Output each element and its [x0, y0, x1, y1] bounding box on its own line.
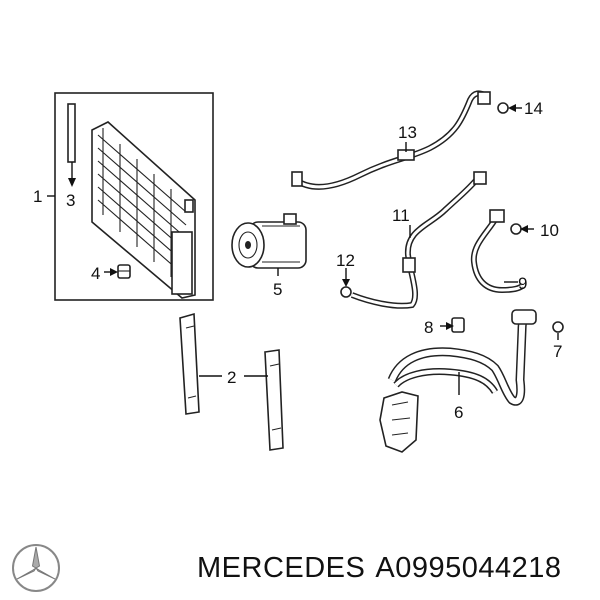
fitting-7	[552, 321, 564, 340]
hose-9	[470, 209, 525, 294]
fitting-14	[497, 102, 522, 114]
callout-14: 14	[524, 99, 543, 118]
condenser-core	[91, 121, 196, 299]
drier-rod	[67, 103, 76, 163]
part-caption: MERCEDES A0995044218	[197, 552, 597, 585]
callout-1: 1	[33, 187, 42, 206]
bracket-right	[264, 349, 284, 451]
callout-13: 13	[398, 123, 417, 142]
callout-7: 7	[553, 342, 562, 361]
callout-8: 8	[424, 318, 433, 337]
callout-5: 5	[273, 280, 282, 299]
mounting-brackets	[179, 312, 284, 451]
callout-4: 4	[91, 264, 100, 283]
hose-assembly-6	[379, 309, 537, 453]
bracket-left	[179, 312, 200, 415]
bolt-4	[117, 264, 131, 279]
brand-name: MERCEDES	[197, 552, 366, 584]
hose-13	[291, 90, 491, 190]
callout-2: 2	[227, 368, 236, 387]
part-number: A0995044218	[375, 552, 562, 584]
mercedes-star-icon	[12, 544, 60, 592]
callout-6: 6	[454, 403, 463, 422]
compressor	[231, 213, 307, 276]
callout-9: 9	[518, 274, 527, 293]
callout-12: 12	[336, 251, 355, 270]
callout-3: 3	[66, 191, 75, 210]
callout-11: 11	[392, 206, 410, 225]
condenser-assembly	[47, 92, 214, 301]
callout-10: 10	[540, 221, 559, 240]
fitting-12	[340, 268, 352, 298]
hose-11	[350, 171, 487, 309]
fitting-10	[510, 223, 534, 235]
